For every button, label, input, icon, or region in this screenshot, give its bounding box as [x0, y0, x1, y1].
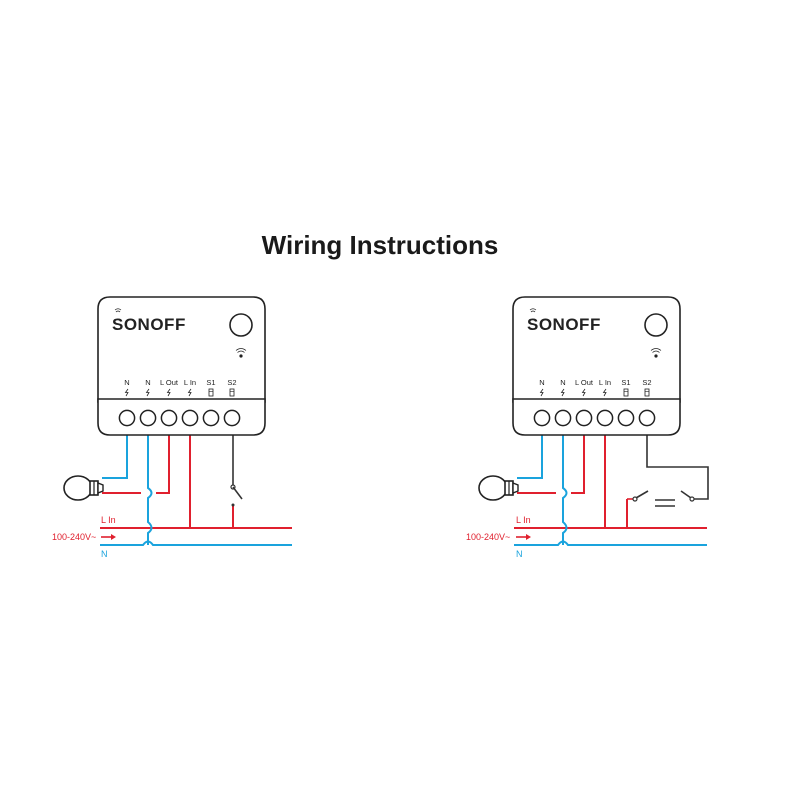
neutral-supply-wire: [100, 540, 292, 546]
terminal-label-s2: S2: [227, 378, 236, 387]
terminal-label-s1: S1: [621, 378, 630, 387]
brand-logo: SONOFF: [527, 315, 601, 334]
live-label: L In: [516, 515, 531, 525]
neutral-label: N: [101, 549, 108, 559]
brand-logo: SONOFF: [112, 315, 186, 334]
s2-switch-wire: [646, 418, 709, 500]
voltage-label: 100-240V~: [52, 532, 96, 542]
terminal-labels-left: N N L Out L In S1 S2: [124, 378, 237, 397]
arrow-icon: [111, 534, 116, 540]
terminal-label-lin: L In: [184, 378, 196, 387]
page-title: Wiring Instructions: [261, 230, 499, 260]
lout-to-bulb-wire: [102, 418, 170, 494]
neutral-to-supply-wire: [147, 418, 153, 545]
bulb-icon: [478, 475, 519, 501]
neutral-label: N: [516, 549, 523, 559]
switch-lever-2: [680, 490, 692, 499]
neutral-supply-wire: [514, 540, 707, 546]
lout-to-bulb-wire: [517, 418, 585, 494]
bulb-icon: [63, 475, 104, 501]
arrow-icon: [526, 534, 531, 540]
two-way-switch-diagram: SONOFF N N L Out L In S1 S2 L In: [466, 296, 709, 559]
sonoff-device-right: SONOFF: [512, 296, 681, 436]
switch-lever: [232, 486, 243, 500]
neutral-to-bulb-wire: [102, 418, 128, 479]
switch-lever-1: [635, 490, 649, 499]
terminal-label-lin: L In: [599, 378, 611, 387]
neutral-to-bulb-wire: [517, 418, 543, 479]
voltage-label: 100-240V~: [466, 532, 510, 542]
single-switch-diagram: SONOFF N N L Out L In S1 S2: [52, 296, 292, 559]
terminal-label-n2: N: [145, 378, 150, 387]
terminal-label-s2: S2: [642, 378, 651, 387]
neutral-to-supply-wire: [562, 418, 568, 545]
terminal-label-n2: N: [560, 378, 565, 387]
terminal-label-s1: S1: [206, 378, 215, 387]
terminal-label-n1: N: [124, 378, 129, 387]
terminal-labels-right: N N L Out L In S1 S2: [539, 378, 652, 397]
live-label: L In: [101, 515, 116, 525]
terminal-label-lout: L Out: [575, 378, 594, 387]
sonoff-device-left: SONOFF: [97, 296, 266, 436]
terminal-label-n1: N: [539, 378, 544, 387]
terminal-label-lout: L Out: [160, 378, 179, 387]
